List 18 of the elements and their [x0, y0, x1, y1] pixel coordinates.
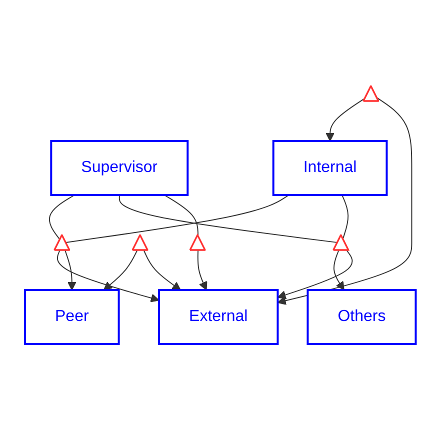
- connector: [65, 194, 289, 243]
- connector: [118, 194, 338, 244]
- arrow: [333, 250, 344, 290]
- connector: [163, 194, 198, 236]
- node-box: External: [158, 289, 278, 345]
- connector: [48, 194, 75, 240]
- arrow: [143, 250, 181, 290]
- node-box: Others: [306, 289, 416, 345]
- arrow: [276, 97, 412, 305]
- arrow: [56, 250, 160, 302]
- node-box: Supervisor: [50, 140, 188, 196]
- node-box: Internal: [272, 140, 388, 196]
- arrow: [64, 250, 76, 290]
- connector: [341, 194, 348, 240]
- node-box: Peer: [24, 289, 120, 345]
- arrow: [197, 250, 207, 290]
- arrow: [103, 250, 138, 290]
- arrow: [276, 250, 352, 300]
